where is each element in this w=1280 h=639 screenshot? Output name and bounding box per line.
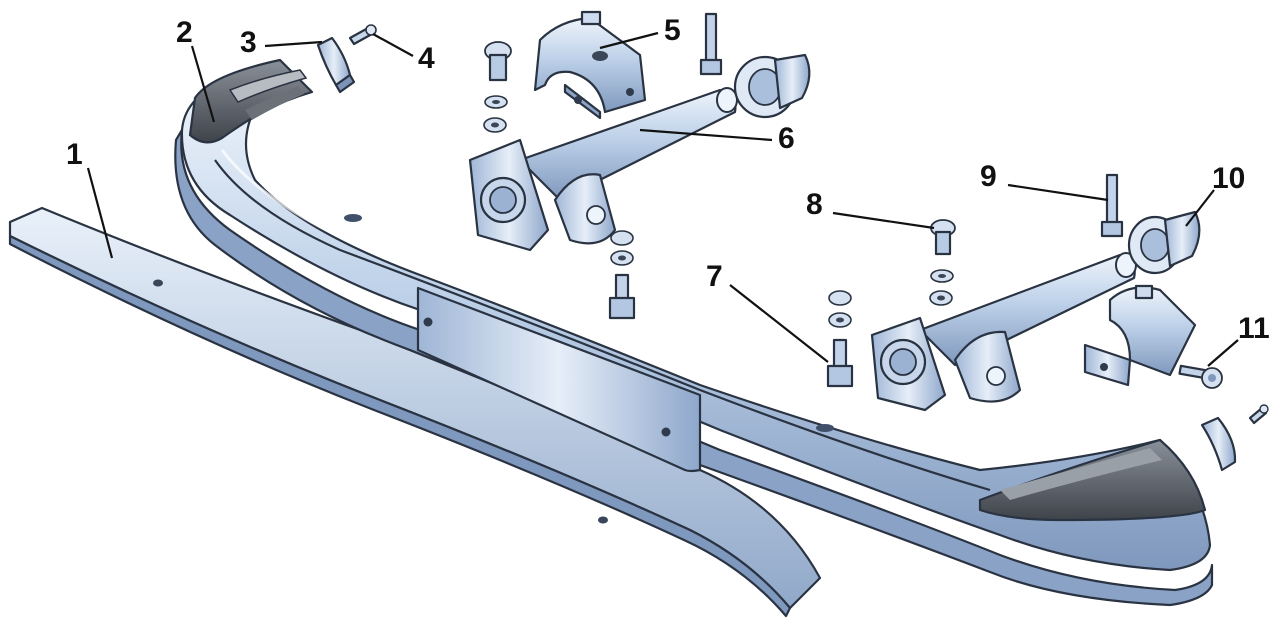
callout-6: 6	[778, 122, 795, 155]
left-vertical-bolt	[699, 12, 723, 76]
callout-10: 10	[1212, 162, 1245, 195]
callout-5: 5	[664, 14, 681, 47]
small-bolt	[1178, 364, 1223, 389]
callout-11: 11	[1238, 312, 1270, 345]
leader-4	[372, 33, 414, 57]
right-lower-bolt	[826, 290, 854, 388]
right-bracket-tube	[870, 252, 1137, 412]
right-screw	[1248, 404, 1269, 425]
left-screw	[348, 24, 377, 46]
leader-2	[190, 45, 216, 123]
callout-7: 7	[706, 260, 723, 293]
leader-10	[1185, 189, 1215, 227]
left-lower-bolt	[608, 230, 636, 320]
left-bracket-tube	[468, 87, 738, 252]
leader-7	[729, 284, 829, 363]
right-mounting-clip	[1200, 416, 1237, 472]
right-top-bolt	[929, 219, 956, 306]
bumper-beam	[174, 78, 1214, 607]
callout-2: 2	[176, 16, 193, 49]
callout-labels: 1 2 3 4 5 6 7 8 9 10 11	[66, 14, 1270, 345]
leader-5	[599, 31, 659, 50]
callout-4: 4	[418, 42, 435, 75]
right-bracket	[1083, 284, 1197, 387]
leader-lines	[86, 31, 1239, 367]
left-mounting-clip	[316, 36, 356, 94]
right-end-cap	[978, 438, 1207, 522]
callout-1: 1	[66, 138, 83, 171]
right-vertical-bolt	[1100, 173, 1124, 238]
leader-11	[1207, 339, 1239, 367]
leader-8	[832, 211, 935, 230]
right-bushing	[1127, 210, 1201, 275]
left-bracket	[533, 10, 647, 120]
leader-6	[639, 128, 773, 142]
left-end-cap	[188, 58, 314, 144]
left-top-bolt	[483, 41, 512, 133]
callout-3: 3	[240, 26, 257, 59]
left-bushing	[733, 53, 811, 119]
callout-9: 9	[980, 160, 997, 193]
leader-1	[86, 167, 114, 259]
callout-8: 8	[806, 188, 823, 221]
leader-9	[1007, 183, 1109, 202]
bumper-lining-strip	[8, 206, 822, 618]
leader-3	[264, 40, 323, 48]
